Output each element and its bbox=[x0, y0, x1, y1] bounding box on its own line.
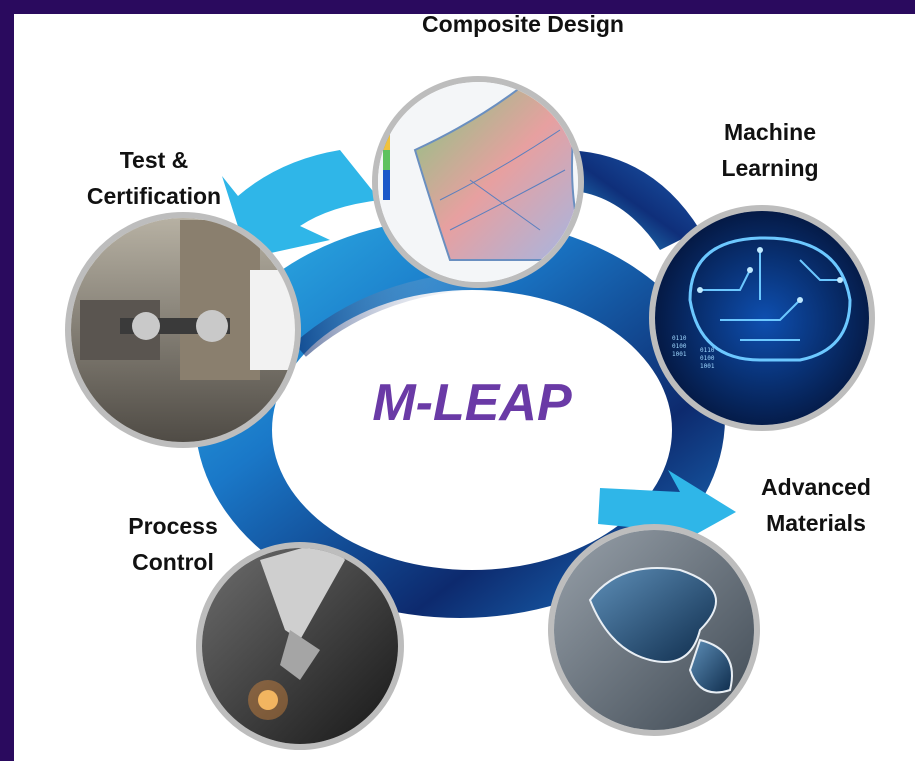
circuit-brain-icon: 0110 0100 1001 0110 0100 1001 bbox=[655, 211, 869, 425]
composite-mesh-simulation-icon bbox=[378, 82, 578, 282]
machine-learning-label-line-1: Machine bbox=[724, 119, 816, 145]
binary-text-0: 0110 bbox=[672, 335, 687, 342]
cycle-arrow-left bbox=[222, 150, 380, 258]
process-control-label-line-2: Control bbox=[132, 549, 214, 575]
water-droplet-on-mesh-icon bbox=[554, 530, 754, 730]
composite-design-label: Composite Design bbox=[422, 11, 624, 37]
composite-design-node bbox=[372, 76, 584, 288]
cycle-arrow-top-right bbox=[560, 150, 700, 250]
test-fixture-icon bbox=[71, 218, 295, 442]
binary-text-2: 1001 bbox=[672, 351, 687, 358]
process-control-label-line-1: Process bbox=[128, 513, 218, 539]
cycle-arrow-bottom-right bbox=[598, 470, 736, 552]
machine-learning-label-line-2: Learning bbox=[721, 155, 818, 181]
machine-learning-node: 0110 0100 1001 0110 0100 1001 bbox=[649, 205, 875, 431]
test-certification-label-line-2: Certification bbox=[87, 183, 221, 209]
process-control-node bbox=[196, 542, 404, 750]
binary-text-5: 1001 bbox=[700, 363, 715, 370]
advanced-materials-node bbox=[548, 524, 760, 736]
test-certification-label-line-1: Test & bbox=[120, 147, 189, 173]
binary-text-4: 0100 bbox=[700, 355, 715, 362]
binary-text-3: 0110 bbox=[700, 347, 715, 354]
advanced-materials-label-line-2: Materials bbox=[766, 510, 866, 536]
test-certification-node bbox=[65, 212, 301, 448]
robotic-arm-icon bbox=[202, 548, 398, 744]
center-title: M-LEAP bbox=[372, 374, 572, 432]
advanced-materials-label-line-1: Advanced bbox=[761, 474, 871, 500]
binary-text-1: 0100 bbox=[672, 343, 687, 350]
cycle-ring bbox=[195, 218, 725, 618]
